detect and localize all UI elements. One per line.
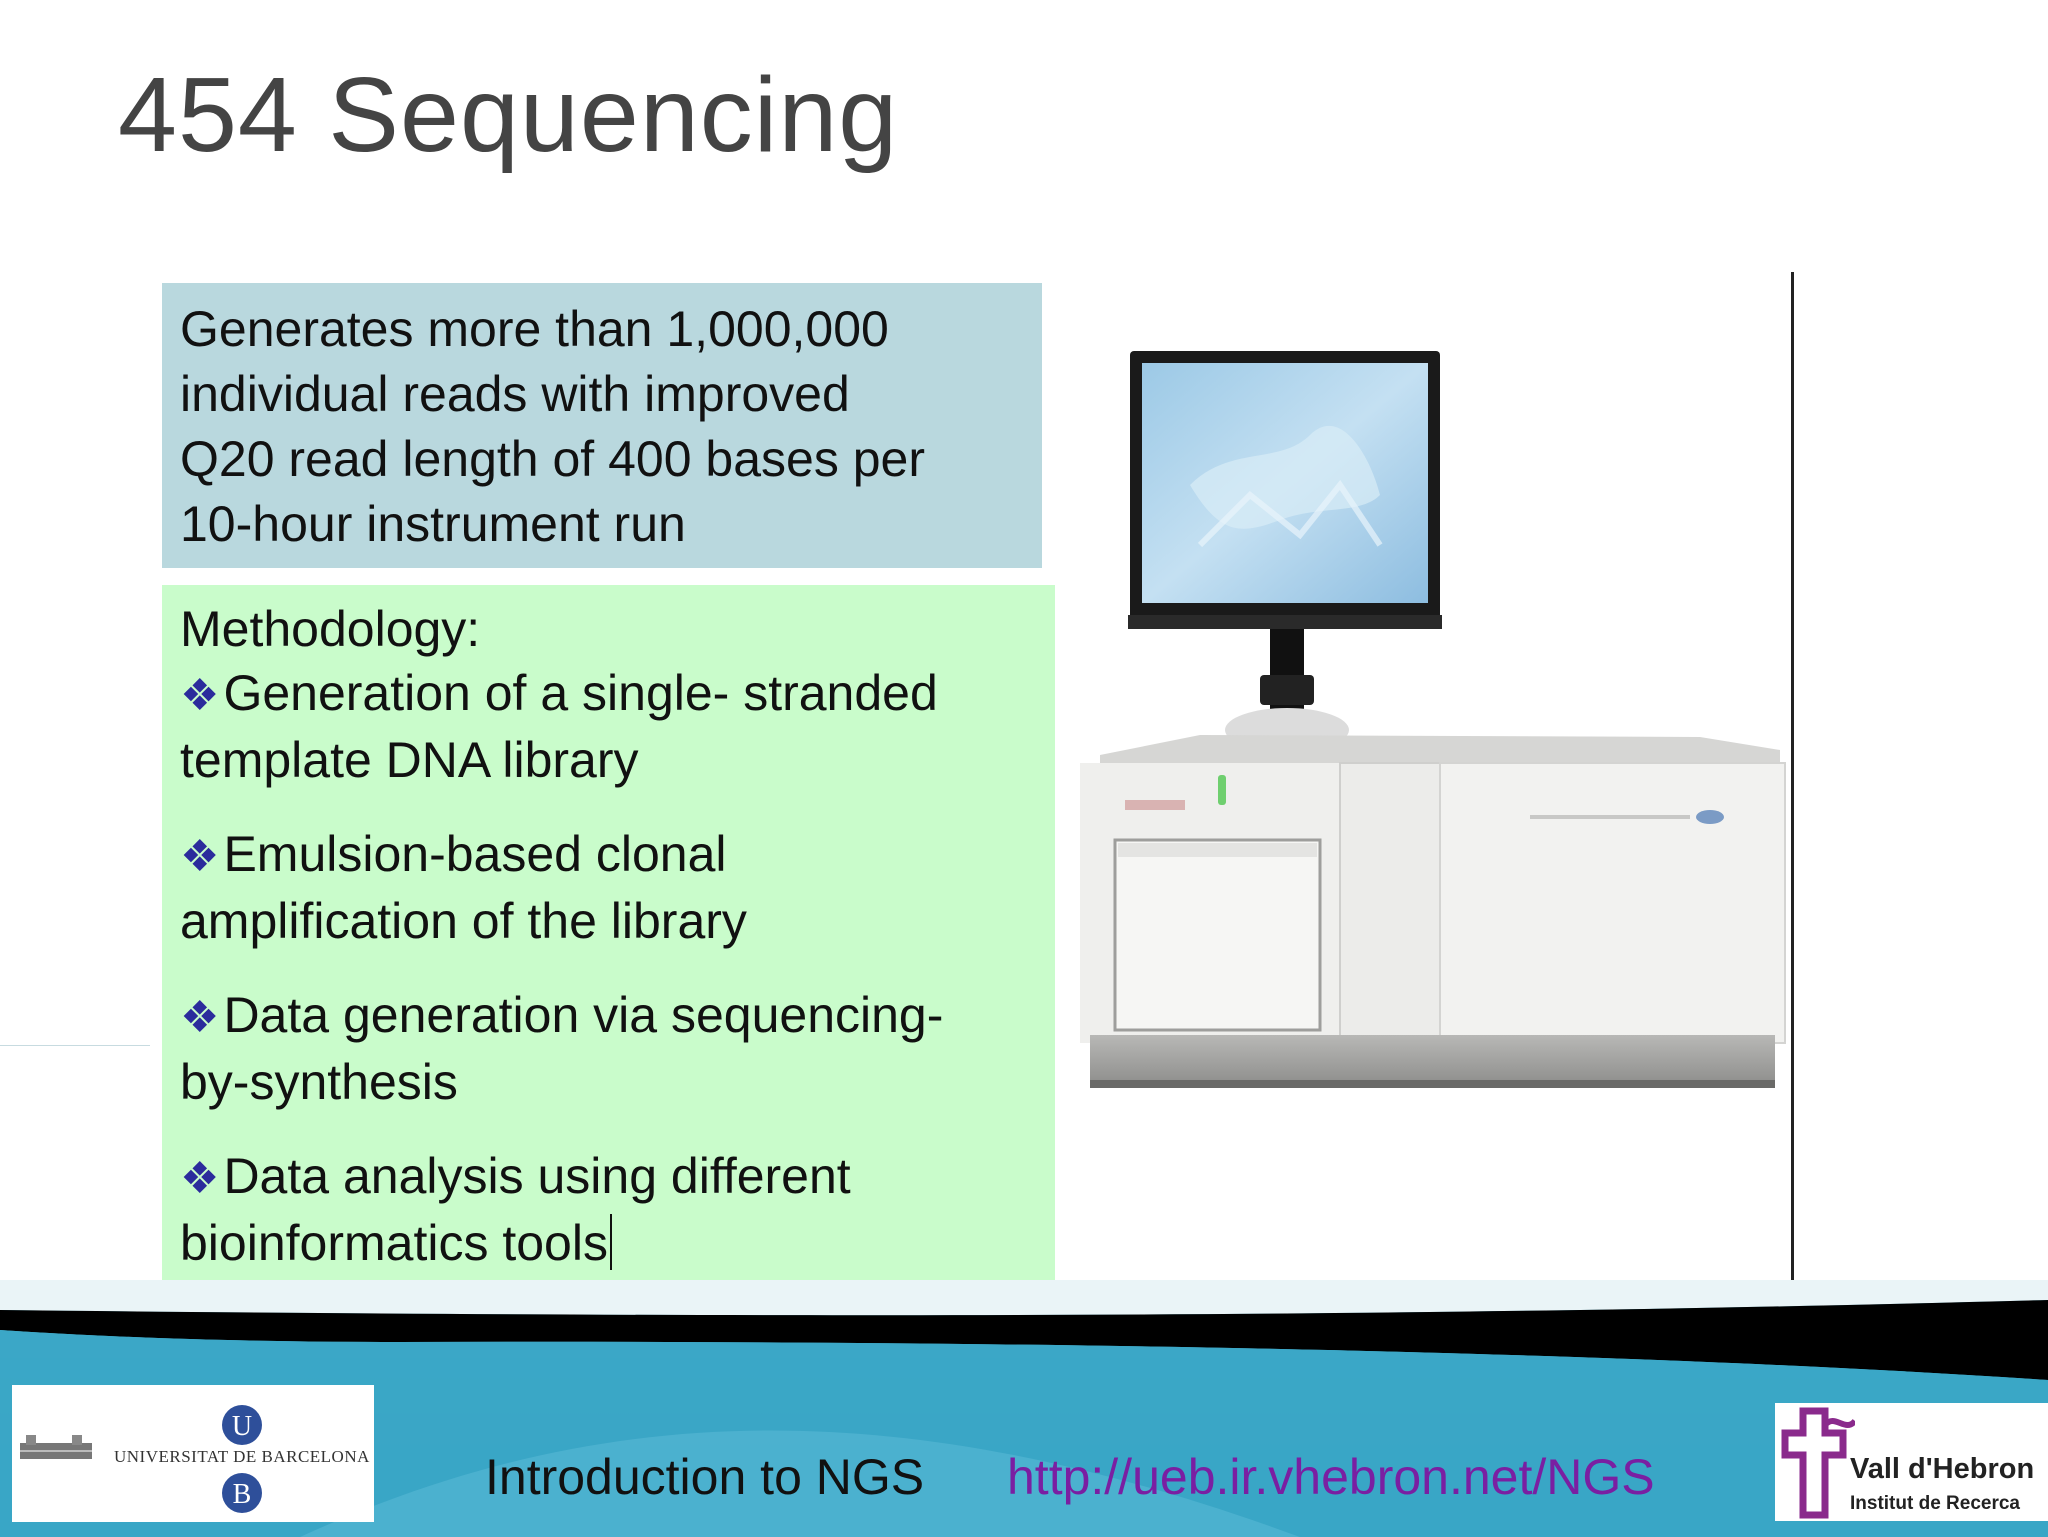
summary-line: Q20 read length of 400 bases per: [180, 431, 925, 487]
methodology-item-text: Data analysis using different: [223, 1148, 851, 1204]
vall-hebron-subtitle: Institut de Recerca: [1850, 1493, 2020, 1514]
slide-title: 454 Sequencing: [118, 56, 899, 174]
sequencer-image: [1080, 351, 1786, 1088]
methodology-item: ❖Generation of a single- stranded templa…: [180, 661, 1037, 792]
footer-course-title: Introduction to NGS: [485, 1449, 925, 1505]
methodology-item-text: amplification of the library: [180, 893, 747, 949]
ub-logo-text: UNIVERSITAT DE BARCELONA: [114, 1447, 370, 1466]
diamond-bullet-icon: ❖: [180, 671, 220, 720]
diamond-bullet-icon: ❖: [180, 832, 220, 881]
methodology-box: Methodology: ❖Generation of a single- st…: [162, 585, 1055, 1281]
methodology-item: ❖Data analysis using different bioinform…: [180, 1144, 1037, 1275]
text-cursor: [609, 1214, 612, 1270]
vall-hebron-logo: Vall d'Hebron Institut de Recerca: [1775, 1403, 2048, 1521]
diamond-bullet-icon: ❖: [180, 993, 220, 1042]
methodology-item-text: Emulsion-based clonal: [223, 826, 727, 882]
methodology-item-text: bioinformatics tools: [180, 1215, 608, 1271]
methodology-item: ❖Data generation via sequencing- by-synt…: [180, 983, 1037, 1114]
vall-hebron-name: Vall d'Hebron: [1850, 1453, 2035, 1485]
instrument-base: [1090, 1035, 1775, 1085]
divider-line: [0, 1045, 150, 1046]
ub-letter-bottom: B: [233, 1479, 252, 1510]
instrument-door: [1113, 838, 1322, 1032]
summary-line: 10-hour instrument run: [180, 496, 686, 552]
methodology-item-text: Data generation via sequencing-: [223, 987, 944, 1043]
summary-line: Generates more than 1,000,000: [180, 301, 889, 357]
methodology-item: ❖Emulsion-based clonal amplification of …: [180, 822, 1037, 953]
methodology-item-text: Generation of a single- stranded: [223, 665, 938, 721]
university-barcelona-logo: U B UNIVERSITAT DE BARCELONA: [12, 1385, 374, 1522]
methodology-heading: Methodology:: [180, 601, 481, 657]
ub-letter-top: U: [232, 1411, 252, 1442]
methodology-item-text: by-synthesis: [180, 1054, 458, 1110]
summary-box: Generates more than 1,000,000 individual…: [162, 283, 1042, 568]
vertical-divider: [1791, 272, 1794, 1282]
summary-line: individual reads with improved: [180, 366, 850, 422]
methodology-item-text: template DNA library: [180, 732, 639, 788]
footer-url-link[interactable]: http://ueb.ir.vhebron.net/NGS: [1007, 1449, 1655, 1505]
diamond-bullet-icon: ❖: [180, 1154, 220, 1203]
